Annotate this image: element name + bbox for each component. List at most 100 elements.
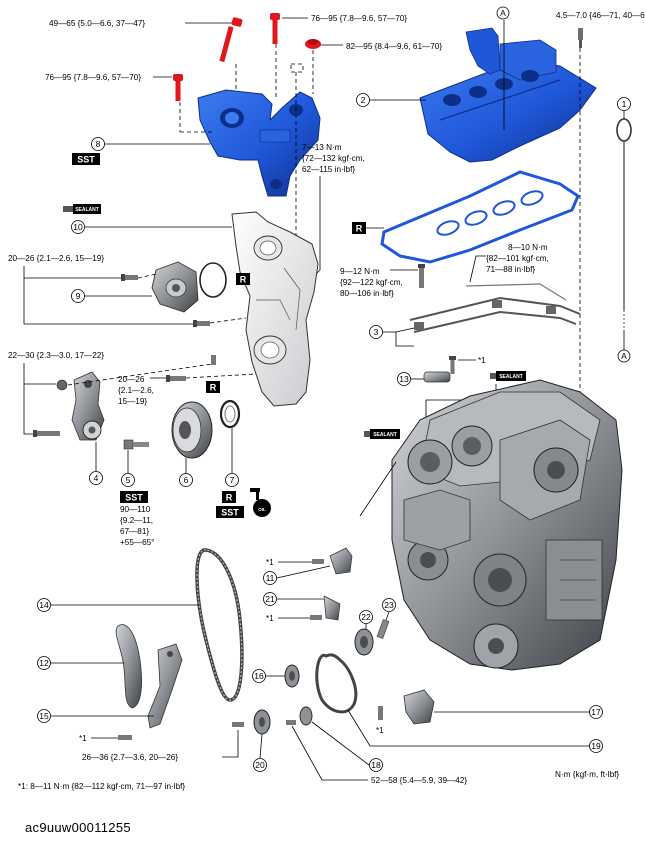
torque-pulley-4: +55—65°	[120, 538, 154, 547]
callout-5-label: 5	[126, 475, 131, 485]
callout-19-label: 19	[591, 741, 601, 751]
crankshaft-sprocket	[253, 709, 271, 735]
mark-a-top-label: A	[500, 8, 506, 18]
sealant-label-left: SEALANT	[373, 432, 397, 438]
torque-gasket-1: 8—10 N·m	[508, 243, 548, 252]
torque-gasket-2: {82—101 kgf·cm,	[486, 254, 549, 263]
torque-tensioner-bolts: 22—30 {2.3—3.0, 17—22}	[8, 351, 104, 360]
callout-7-label: 7	[230, 475, 235, 485]
callout-21-label: 21	[265, 594, 275, 604]
callout-11-label: 11	[266, 573, 275, 583]
torque-coil-2: {92—122 kgf·cm,	[340, 278, 403, 287]
torque-nut-top: 82—95 {8.4—9.6, 61—70}	[346, 42, 442, 51]
sst-badge-8-label: SST	[77, 155, 95, 165]
callout-5	[121, 473, 135, 487]
replace-badge-cover-seal	[236, 273, 250, 285]
callout-6	[179, 473, 193, 487]
callout-4	[89, 471, 103, 485]
callout-3	[369, 325, 383, 339]
callout-13	[397, 372, 411, 386]
replace-badge-gasket	[352, 222, 366, 234]
sst-badge-7	[216, 506, 244, 518]
red-nut-top	[305, 39, 321, 49]
oil-can-label: OIL	[258, 507, 266, 512]
callout-3-label: 3	[374, 327, 379, 337]
callout-20-label: 20	[255, 760, 265, 770]
callout-22-label: 22	[361, 612, 371, 622]
tensioner-bolt	[33, 430, 60, 437]
callout-15	[37, 709, 51, 723]
callout-16-label: 16	[254, 671, 264, 681]
sst-badge-5	[120, 491, 148, 503]
chain-guide-15	[147, 643, 183, 729]
torque-sprocket-bolt: 52—58 {5.4—5.9, 39—42}	[371, 776, 467, 785]
tensioner-bolt-17	[378, 706, 383, 720]
sealant-tube-10: SEALANT	[63, 204, 101, 214]
star-label-sensor: *1	[478, 356, 486, 365]
crankshaft-pulley	[171, 401, 213, 459]
oil-pump-chain-tensioner	[403, 689, 435, 725]
drive-belt-auto-tensioner	[71, 371, 105, 441]
water-pump-o-ring	[199, 262, 227, 298]
red-bolt-top-left	[219, 17, 243, 63]
chain-guide-21	[323, 595, 341, 621]
replace-badge-gasket-label: R	[356, 224, 363, 234]
torque-idler-1: 20—26	[118, 375, 145, 384]
replace-badge-dowel	[206, 381, 220, 393]
oil-pump-chain	[315, 653, 358, 714]
torque-coil-3: 80—106 in·lbf}	[340, 289, 394, 298]
star-label-15: *1	[79, 734, 87, 743]
oil-can-icon: OIL	[250, 488, 271, 517]
cylinder-head-cover	[419, 27, 597, 163]
sensor-bolt	[449, 356, 456, 374]
oil-pump-sprocket-bolt	[286, 720, 296, 725]
callout-17-label: 17	[591, 707, 601, 717]
units-note: N·m {kgf·m, ft·lbf}	[555, 770, 619, 779]
idler-bolt	[166, 375, 186, 382]
chain-tensioner	[329, 547, 353, 575]
torque-idler-2: {2.1—2.6,	[118, 386, 154, 395]
key-23	[376, 619, 390, 639]
guide-bolt-21	[310, 615, 322, 620]
camshaft-position-sensor	[423, 371, 451, 383]
red-bolt-left	[173, 74, 183, 101]
star-label-17: *1	[376, 726, 384, 735]
callout-14	[37, 598, 51, 612]
callout-1-label: 1	[622, 99, 627, 109]
sst-badge-8	[72, 153, 100, 165]
replace-badge-oil-seal-label: R	[226, 493, 233, 503]
sst-badge-7-label: SST	[221, 508, 239, 518]
engine-mount-bracket	[197, 89, 321, 197]
head-cover-gasket	[380, 170, 580, 264]
tensioner-nut	[56, 379, 68, 391]
callout-12	[37, 656, 51, 670]
torque-pulley-3: 67—81}	[120, 527, 149, 536]
sealant-label-right: SEALANT	[499, 374, 523, 380]
sealant-label-10: SEALANT	[75, 207, 99, 213]
torque-bolt-left: 76—95 {7.8—9.6, 57—70}	[45, 73, 141, 82]
timing-chain	[195, 548, 244, 702]
callout-7	[225, 473, 239, 487]
callout-8-label: 8	[96, 139, 101, 149]
crankshaft-pulley-bolt	[123, 439, 149, 450]
footnote: *1: 8—11 N·m {82—112 kgf·cm, 71—97 in·lb…	[18, 782, 185, 791]
callout-4-label: 4	[94, 473, 99, 483]
callout-12-label: 12	[39, 658, 49, 668]
mark-a-top	[496, 6, 510, 20]
sprocket-22	[354, 628, 374, 656]
figure-caption: ac9uuw00011255	[25, 820, 131, 835]
torque-cover-bolts-1: 7—13 N·m	[302, 143, 342, 152]
callout-2	[356, 93, 370, 107]
callout-20	[253, 758, 267, 772]
replace-badge-cover-seal-label: R	[240, 275, 247, 285]
torque-bolt-top-center: 76—95 {7.8—9.6, 57—70}	[311, 14, 407, 23]
callout-18	[369, 758, 383, 772]
guide-bolt-15	[118, 735, 132, 740]
callout-14-label: 14	[39, 600, 49, 610]
water-pump	[151, 261, 199, 313]
pump-bolt-lower	[193, 320, 210, 327]
replace-badge-oil-seal	[222, 491, 236, 503]
torque-dipstick-bolt: 4.5—7.0 {46—71, 40—61}	[556, 11, 645, 20]
callout-23	[382, 598, 396, 612]
